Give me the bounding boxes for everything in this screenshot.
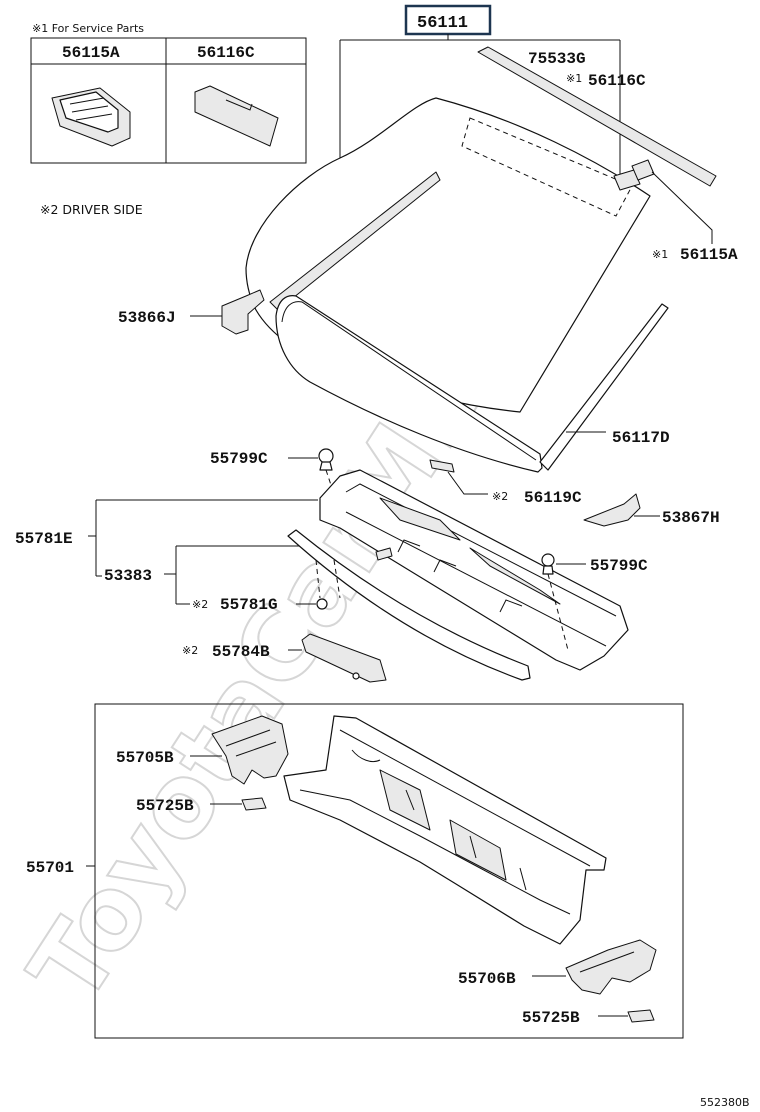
panel-55701[interactable] [283,715,607,945]
label-55705B[interactable]: 55705B [116,749,174,767]
label-53866J[interactable]: 53866J [118,309,176,327]
mark-55781G: ※2 [192,598,208,611]
bracket-55706B[interactable] [565,939,657,995]
service-part-56115A[interactable]: 56115A [62,44,120,62]
cover-55784B[interactable] [301,633,387,683]
driver-side-note: ※2 DRIVER SIDE [40,202,143,217]
label-75533G[interactable]: 75533G [528,50,586,68]
seal-56119C[interactable] [429,459,455,473]
grommet-55725B-lower[interactable] [627,1009,655,1023]
service-parts-title: ※1 For Service Parts [32,22,144,35]
label-55701[interactable]: 55701 [26,859,74,877]
diagram-code: 552380B [700,1096,750,1109]
label-55799C-right[interactable]: 55799C [590,557,648,575]
label-53383[interactable]: 53383 [104,567,152,585]
mark-56115A: ※1 [652,248,668,261]
service-parts-table: ※1 For Service Parts 56115A 56116C [30,22,307,164]
moulding-75533G[interactable] [477,46,717,187]
dash-panel-group-box [94,703,684,1039]
label-56116C[interactable]: 56116C [588,72,646,90]
label-55781G[interactable]: 55781G [220,596,278,614]
label-56115A[interactable]: 56115A [680,246,738,264]
dam-56117D[interactable] [275,295,669,473]
clip-55799C-right[interactable] [541,553,555,575]
label-55725B-lower[interactable]: 55725B [522,1009,580,1027]
label-55725B-upper[interactable]: 55725B [136,797,194,815]
clip-55799C-upper[interactable] [318,448,334,471]
part-56111-highlight[interactable] [404,4,492,36]
grommet-55725B-upper[interactable] [241,797,267,811]
side-moulding-left[interactable] [269,171,441,311]
seal-53383[interactable] [287,529,531,681]
label-55781E[interactable]: 55781E [15,530,73,548]
label-55784B[interactable]: 55784B [212,643,270,661]
bracket-53867H[interactable] [583,493,641,527]
mark-55784B: ※2 [182,644,198,657]
label-53867H[interactable]: 53867H [662,509,720,527]
service-part-56116C[interactable]: 56116C [197,44,255,62]
label-56117D[interactable]: 56117D [612,429,670,447]
clip-56115A-drawing [51,87,131,147]
pad-56116C-part[interactable] [613,169,641,191]
mark-56116C: ※1 [566,72,582,85]
cowl-louvre-55781E[interactable] [319,469,629,671]
pad-56116C-drawing [194,85,279,147]
bracket-53866J[interactable] [221,289,265,335]
label-56111[interactable]: 56111 [417,14,468,33]
label-55799C-upper[interactable]: 55799C [210,450,268,468]
label-56119C[interactable]: 56119C [524,489,582,507]
clip-55781G[interactable] [315,559,341,610]
mark-56119C: ※2 [492,490,508,503]
bracket-55705B[interactable] [211,715,289,785]
label-55706B[interactable]: 55706B [458,970,516,988]
